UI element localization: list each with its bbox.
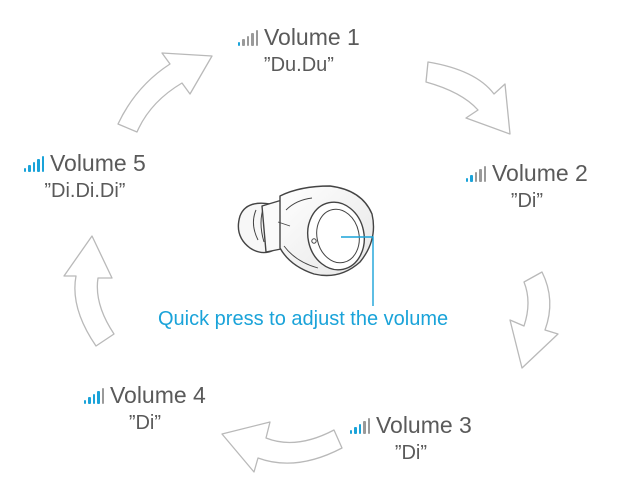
signal-bars-icon: [24, 156, 44, 172]
volume-label: Volume 1: [263, 24, 360, 50]
pointer-line: [341, 236, 374, 306]
cycle-arrow-3-to-4: [221, 421, 343, 473]
signal-bar: [255, 30, 258, 46]
signal-bar: [92, 394, 96, 404]
signal-bar: [41, 156, 44, 172]
cycle-arrow-1-to-2: [425, 61, 511, 135]
signal-bar: [350, 430, 353, 434]
signal-bar: [24, 168, 27, 172]
cycle-arrow-5-to-1: [117, 52, 213, 133]
signal-bar: [470, 175, 473, 182]
signal-bar: [37, 159, 40, 172]
beep-sound: ”Di”: [394, 442, 428, 464]
signal-bars-icon: [238, 30, 258, 46]
signal-bar: [358, 424, 362, 434]
signal-bar: [474, 172, 478, 182]
volume-label: Volume 3: [375, 412, 472, 438]
signal-bar: [483, 166, 486, 182]
signal-bar: [97, 391, 100, 404]
signal-bar: [101, 388, 104, 404]
signal-bars-icon: [350, 418, 370, 434]
volume-label: Volume 2: [491, 160, 588, 186]
volume-label: Volume 4: [109, 382, 206, 408]
volume-level-3: Volume 3 ”Di”: [350, 414, 472, 463]
beep-sound: ”Di”: [128, 412, 162, 434]
signal-bar: [466, 178, 469, 182]
beep-sound: ”Di”: [510, 190, 544, 212]
signal-bar: [238, 42, 241, 46]
beep-sound: ”Du.Du”: [263, 54, 334, 76]
volume-label: Volume 5: [49, 150, 146, 176]
signal-bar: [367, 418, 370, 434]
cycle-arrow-4-to-5: [63, 235, 115, 347]
signal-bar: [246, 36, 250, 46]
signal-bar: [251, 33, 254, 46]
beep-sound: ”Di.Di.Di”: [44, 180, 126, 202]
signal-bar: [28, 165, 31, 172]
signal-bar: [479, 169, 482, 182]
signal-bar: [242, 39, 245, 46]
signal-bars-icon: [84, 388, 104, 404]
volume-level-5: Volume 5 ”Di.Di.Di”: [24, 152, 146, 201]
cycle-arrow-2-to-3: [509, 271, 559, 369]
signal-bar: [84, 400, 87, 404]
volume-level-2: Volume 2 ”Di”: [466, 162, 588, 211]
signal-bar: [363, 421, 366, 434]
earbud-illustration: [237, 185, 375, 277]
volume-level-1: Volume 1 ”Du.Du”: [238, 26, 360, 75]
signal-bar: [88, 397, 91, 404]
signal-bar: [32, 162, 36, 172]
signal-bar: [354, 427, 357, 434]
volume-level-4: Volume 4 ”Di”: [84, 384, 206, 433]
signal-bars-icon: [466, 166, 486, 182]
instruction-caption: Quick press to adjust the volume: [158, 308, 449, 330]
